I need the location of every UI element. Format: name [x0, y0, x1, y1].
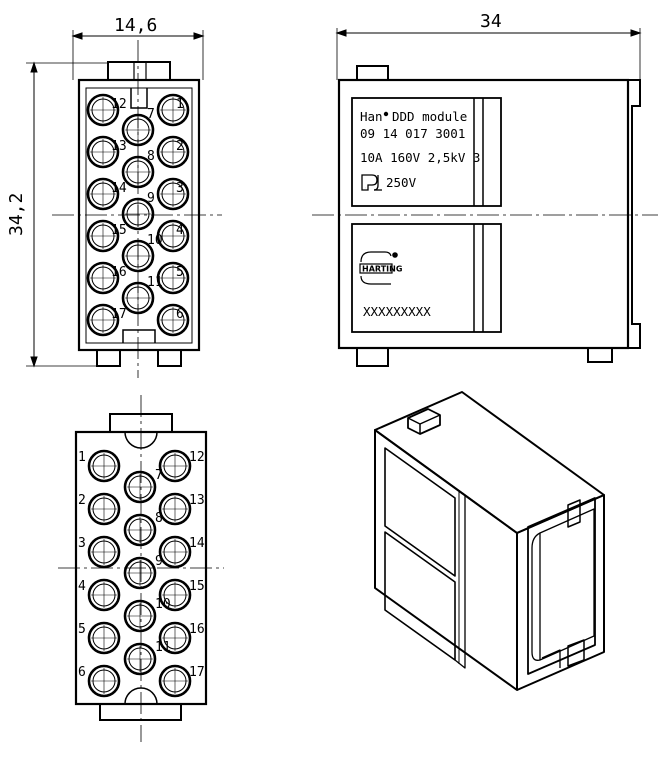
pin-number-label: 11 [147, 275, 163, 290]
contact-pin: 15 [158, 578, 205, 612]
side-view [312, 28, 658, 367]
label-plate: Han DDD module 09 14 017 3001 10A 160V 2… [359, 109, 480, 319]
pin-number-label: 3 [78, 536, 86, 551]
pin-number-label: 15 [111, 223, 127, 238]
side-width-dimension-label: 34 [480, 11, 502, 32]
contact-pin: 14 [86, 177, 127, 211]
contact-pin: 13 [158, 492, 205, 526]
pin-number-label: 12 [111, 97, 127, 112]
contact-pin: 17 [86, 303, 127, 337]
contact-pin: 7 [123, 468, 163, 504]
contact-pin: 15 [86, 219, 127, 253]
harting-logo-icon: HARTING [359, 251, 402, 285]
contact-pin: 12 [158, 449, 205, 483]
pin-number-label: 8 [147, 149, 155, 164]
harting-logo-text: HARTING [362, 265, 402, 274]
contact-pin: 8 [123, 511, 163, 547]
pin-number-label: 6 [78, 665, 86, 680]
front-pin-grid: 12 1 13 2 14 3 15 4 16 5 17 6 7 8 9 10 11 [86, 93, 190, 337]
contact-pin: 9 [123, 554, 163, 590]
isometric-view [374, 391, 605, 691]
front-dim-labels: 14,6 34,2 [6, 15, 157, 236]
pin-number-label: 10 [155, 597, 171, 612]
pin-number-label: 15 [189, 579, 205, 594]
contact-pin: 8 [121, 149, 155, 189]
contact-pin: 6 [78, 664, 121, 698]
pin-number-label: 8 [155, 511, 163, 526]
contact-pin: 10 [123, 597, 171, 633]
contact-pin: 11 [121, 275, 163, 315]
pin-number-label: 13 [189, 493, 205, 508]
pin-number-label: 16 [189, 622, 205, 637]
pin-number-label: 13 [111, 139, 127, 154]
contact-pin: 6 [156, 303, 190, 337]
contact-pin: 17 [158, 664, 205, 698]
pin-number-label: 4 [176, 223, 184, 238]
pin-number-label: 17 [111, 307, 127, 322]
pin-number-label: 4 [78, 579, 86, 594]
pin-number-label: 10 [147, 233, 163, 248]
contact-pin: 12 [86, 93, 127, 127]
pin-number-label: 5 [176, 265, 184, 280]
pin-number-label: 1 [78, 450, 86, 465]
contact-pin: 11 [123, 640, 171, 676]
contact-pin: 5 [156, 261, 190, 295]
side-dim-labels: 34 [480, 11, 502, 32]
rear-view [58, 395, 224, 742]
pin-number-label: 12 [189, 450, 205, 465]
contact-pin: 5 [78, 621, 121, 655]
contact-pin: 16 [86, 261, 127, 295]
contact-pin: 14 [158, 535, 205, 569]
contact-pin: 7 [121, 107, 155, 147]
plate-serial-text: XXXXXXXXX [363, 304, 431, 319]
plate-voltage-text: 250V [386, 175, 417, 190]
height-dimension-label: 34,2 [6, 193, 27, 236]
pin-number-label: 7 [155, 468, 163, 483]
pin-number-label: 9 [155, 554, 163, 569]
pin-number-label: 9 [147, 191, 155, 206]
pin-number-label: 2 [78, 493, 86, 508]
pin-number-label: 16 [111, 265, 127, 280]
contact-pin: 4 [156, 219, 190, 253]
width-dimension-label: 14,6 [114, 15, 157, 36]
pin-number-label: 14 [111, 181, 127, 196]
pin-number-label: 6 [176, 307, 184, 322]
brand-dot-icon [383, 111, 389, 117]
pin-number-label: 2 [176, 139, 184, 154]
contact-pin: 2 [156, 135, 190, 169]
pin-number-label: 1 [176, 97, 184, 112]
contact-pin: 3 [156, 177, 190, 211]
plate-brand-text: Han [360, 109, 383, 124]
pin-number-label: 11 [155, 640, 171, 655]
front-view [26, 30, 222, 378]
plate-part-number: 09 14 017 3001 [360, 126, 465, 141]
plate-module-text: DDD module [392, 109, 467, 124]
pin-number-label: 7 [147, 107, 155, 122]
ul-mark-text: UL [365, 187, 366, 188]
pin-number-label: 17 [189, 665, 205, 680]
contact-pin: 9 [121, 191, 155, 231]
contact-pin: 4 [78, 578, 121, 612]
rear-pin-grid: 1 12 2 13 3 14 4 15 5 16 6 17 7 8 9 10 11 [78, 449, 205, 698]
plate-rating-text: 10A 160V 2,5kV 3 [360, 150, 480, 165]
contact-pin: 1 [156, 93, 190, 127]
contact-pin: 3 [78, 535, 121, 569]
pin-number-label: 5 [78, 622, 86, 637]
pin-number-label: 14 [189, 536, 205, 551]
contact-pin: 16 [158, 621, 205, 655]
contact-pin: 2 [78, 492, 121, 526]
contact-pin: 1 [78, 449, 121, 483]
pin-number-label: 3 [176, 181, 184, 196]
contact-pin: 10 [121, 233, 163, 273]
contact-pin: 13 [86, 135, 127, 169]
ul-recognized-icon: UL [361, 174, 382, 191]
